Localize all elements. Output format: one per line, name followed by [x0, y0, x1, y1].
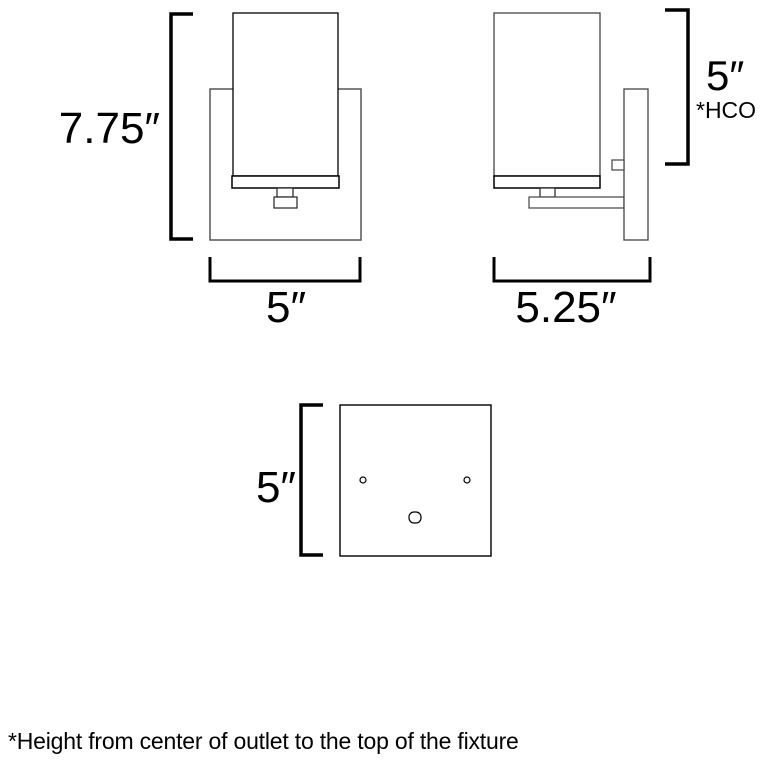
side-view: 5″ *HCO 5.25″ [492, 8, 756, 332]
front-height-bracket [169, 12, 193, 241]
side-hco-tag: *HCO [696, 97, 756, 123]
side-neck [539, 187, 556, 198]
side-arm [528, 196, 625, 209]
side-hco-value-label: 5″ [706, 52, 744, 99]
side-hco-bracket [665, 8, 690, 166]
front-height-label: 7.75″ [59, 104, 160, 153]
backplate-height-label: 5″ [256, 463, 296, 512]
front-view: 7.75″ 5″ [59, 12, 362, 332]
front-width-label: 5″ [266, 283, 306, 332]
side-depth-label: 5.25″ [515, 283, 616, 332]
side-backplate [623, 88, 649, 241]
front-shade [232, 12, 339, 177]
backplate-height-bracket [299, 403, 323, 557]
mounting-hole-right [463, 476, 471, 484]
mounting-hole-left [359, 476, 367, 484]
front-width-bracket [208, 257, 362, 283]
backplate-view: 5″ [256, 403, 492, 557]
side-mount-nub [611, 159, 625, 171]
front-neck [276, 187, 294, 198]
side-depth-bracket [492, 257, 652, 283]
side-shade [493, 12, 601, 177]
center-outlet-hole [408, 511, 422, 524]
front-cap [273, 196, 298, 209]
side-shade-band [493, 175, 601, 189]
hco-footnote: *Height from center of outlet to the top… [8, 728, 519, 754]
front-shade-band [231, 175, 340, 189]
